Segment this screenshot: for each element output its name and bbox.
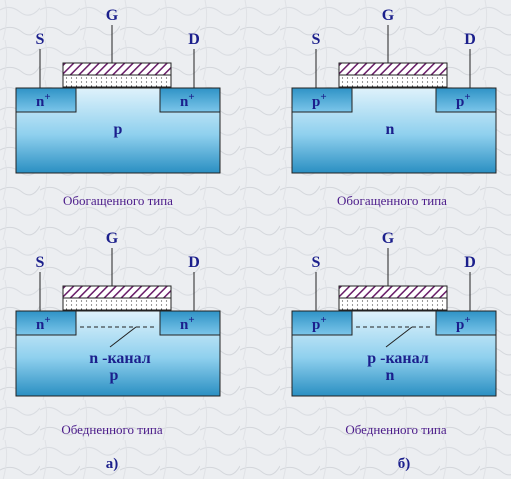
drain-doping-label: n+: [180, 314, 195, 333]
device-caption: Обогащенного типа: [63, 193, 173, 208]
source-region: [15, 310, 77, 336]
drain-label: D: [188, 254, 200, 271]
gate-oxide: [338, 74, 448, 88]
gate-oxide: [62, 297, 172, 311]
drain-region: [435, 310, 497, 336]
gate-label: G: [106, 7, 119, 24]
device-caption: Обедненного типа: [345, 422, 447, 437]
channel-label: p -канал: [367, 350, 429, 367]
device-a-depletion: S G D n+ n+ n -канал p Обедненного типа: [15, 230, 221, 437]
source-region: [291, 310, 353, 336]
device-b-enhancement: S G D p+ p+ n Обогащенного типа: [291, 7, 497, 208]
gate-label: G: [382, 7, 395, 24]
channel-pointer: [109, 326, 137, 348]
channel-label: n -канал: [89, 350, 151, 367]
gate-label: G: [106, 230, 119, 247]
column-label-right: б): [398, 456, 411, 472]
device-caption: Обогащенного типа: [337, 193, 447, 208]
source-doping-label: n+: [36, 91, 51, 110]
gate-electrode: [338, 62, 448, 76]
gate-electrode: [62, 285, 172, 299]
gate-label: G: [382, 230, 395, 247]
gate-electrode: [62, 62, 172, 76]
drain-label: D: [464, 31, 476, 48]
source-label: S: [312, 31, 321, 48]
drain-doping-label: p+: [456, 314, 471, 333]
channel-pointer: [385, 326, 413, 348]
source-label: S: [36, 31, 45, 48]
drain-doping-label: n+: [180, 91, 195, 110]
device-b-depletion: S G D p+ p+ p -канал n Обедненного типа: [291, 230, 497, 437]
source-label: S: [312, 254, 321, 271]
gate-oxide: [62, 74, 172, 88]
drain-label: D: [188, 31, 200, 48]
gate-electrode: [338, 285, 448, 299]
device-a-enhancement: S G D n+ n+ p Обогащенного типа: [15, 7, 221, 208]
drain-label: D: [464, 254, 476, 271]
drain-region: [159, 310, 221, 336]
source-region: [291, 87, 353, 113]
device-caption: Обедненного типа: [61, 422, 163, 437]
substrate-label: p: [110, 367, 119, 384]
source-label: S: [36, 254, 45, 271]
source-region: [15, 87, 77, 113]
substrate-label: n: [386, 121, 395, 138]
source-doping-label: p+: [312, 91, 327, 110]
column-label-left: а): [106, 456, 119, 472]
substrate-label: p: [114, 121, 123, 138]
substrate-label: n: [386, 367, 395, 384]
source-doping-label: n+: [36, 314, 51, 333]
drain-region: [435, 87, 497, 113]
source-doping-label: p+: [312, 314, 327, 333]
drain-region: [159, 87, 221, 113]
gate-oxide: [338, 297, 448, 311]
drain-doping-label: p+: [456, 91, 471, 110]
